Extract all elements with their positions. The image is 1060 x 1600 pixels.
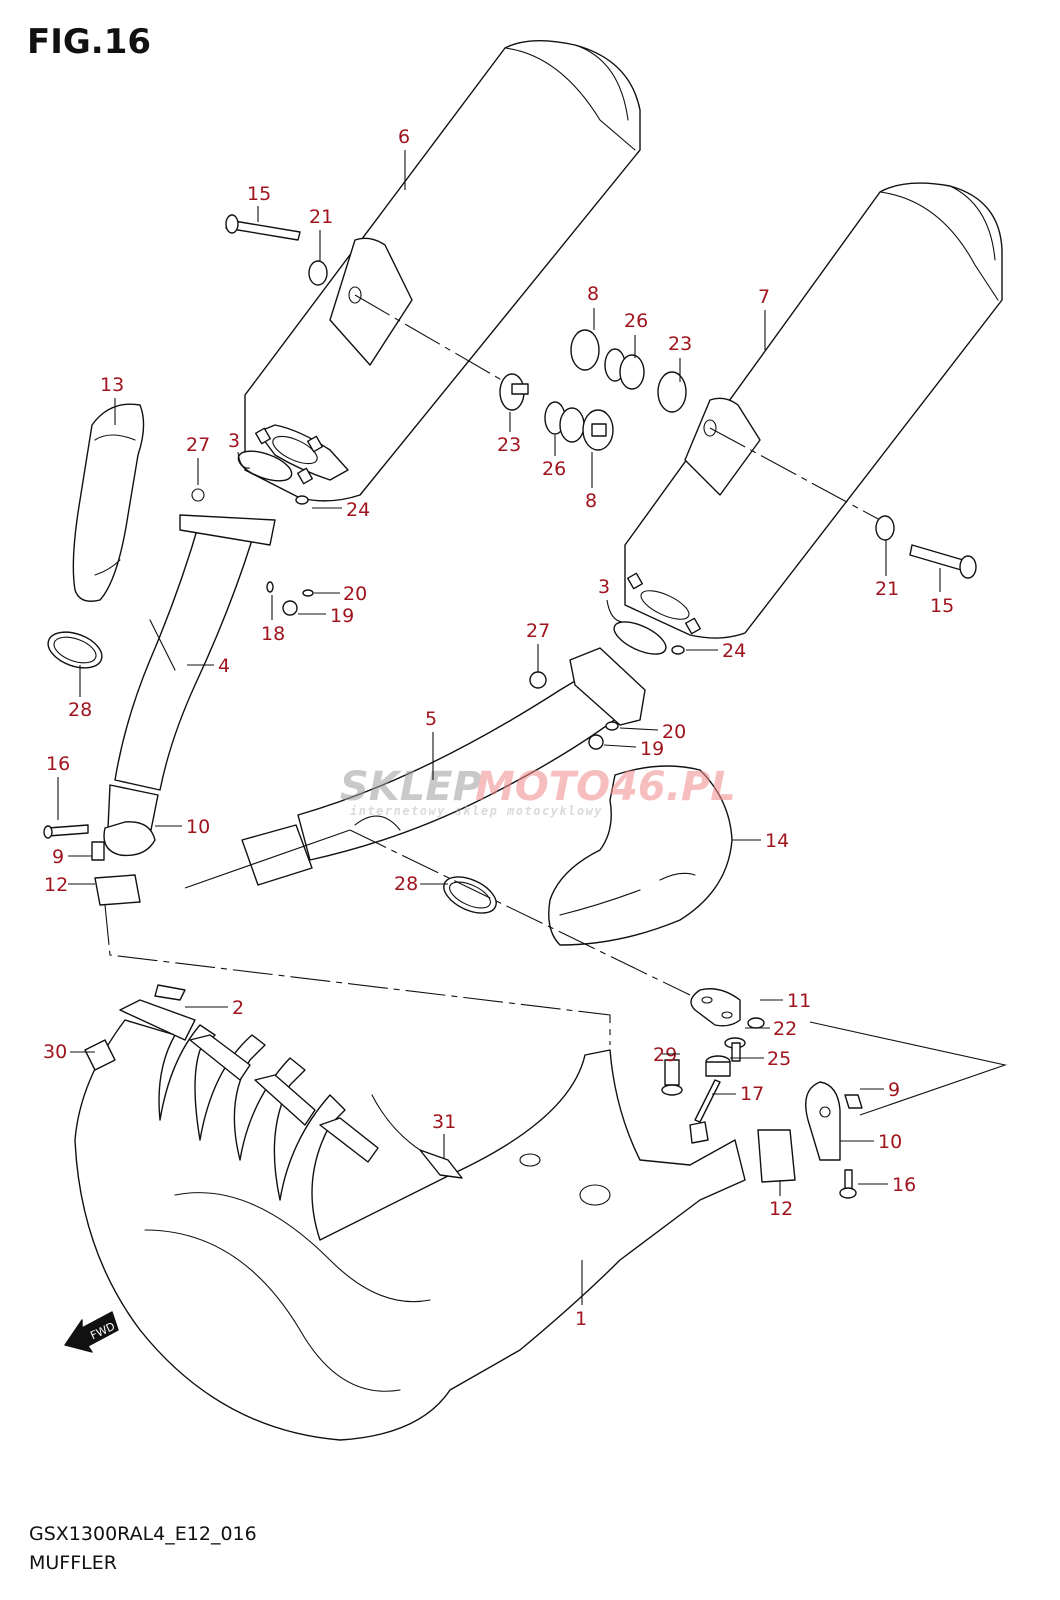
callout-19[interactable]: 19 — [330, 605, 354, 627]
mount-axis-line — [354, 294, 506, 383]
callout-23[interactable]: 23 — [668, 333, 692, 355]
watermark-brand-right: MOTO46.PL — [475, 764, 736, 810]
callout-22[interactable]: 22 — [773, 1018, 797, 1040]
callout-3[interactable]: 3 — [228, 430, 240, 452]
callout-8[interactable]: 8 — [587, 283, 599, 305]
callout-labels: 6 15 21 8 26 23 7 13 27 3 24 23 26 8 20 … — [43, 126, 954, 1330]
forward-direction-marker: FWD — [64, 1311, 119, 1353]
callout-21[interactable]: 21 — [309, 206, 333, 228]
callout-7[interactable]: 7 — [758, 286, 770, 308]
callout-9[interactable]: 9 — [888, 1079, 900, 1101]
callout-26[interactable]: 26 — [624, 310, 648, 332]
callout-13[interactable]: 13 — [100, 374, 124, 396]
oxygen-sensor-drawing[interactable] — [371, 1094, 463, 1179]
mount-axis-line-right — [709, 427, 881, 521]
upper-left-bolt-15[interactable] — [225, 214, 328, 286]
right-heat-cover-drawing[interactable] — [548, 765, 733, 946]
figure-title: FIG.16 — [27, 22, 152, 62]
lower-right-bolt-15[interactable] — [875, 515, 977, 579]
callout-4[interactable]: 4 — [218, 655, 230, 677]
model-code: GSX1300RAL4_E12_016 — [29, 1523, 257, 1545]
left-connector-pipe-drawing[interactable] — [107, 445, 314, 836]
callout-14[interactable]: 14 — [765, 830, 789, 852]
callout-20[interactable]: 20 — [662, 721, 686, 743]
watermark-tagline: internetowy sklep motocyklowy — [350, 804, 603, 818]
callout-15[interactable]: 15 — [930, 595, 954, 617]
hose-clamp-28-right[interactable] — [438, 870, 501, 921]
section-name: MUFFLER — [29, 1552, 117, 1574]
callout-18[interactable]: 18 — [261, 623, 285, 645]
callout-6[interactable]: 6 — [398, 126, 410, 148]
callout-25[interactable]: 25 — [767, 1048, 791, 1070]
callout-31[interactable]: 31 — [432, 1111, 456, 1133]
callout-16[interactable]: 16 — [46, 753, 70, 775]
callout-12[interactable]: 12 — [44, 874, 68, 896]
left-heat-cover-drawing[interactable] — [72, 403, 145, 602]
callout-27[interactable]: 27 — [186, 434, 210, 456]
left-muffler-drawing[interactable] — [244, 39, 641, 502]
watermark-brand-left: SKLEP — [340, 764, 482, 810]
callout-10[interactable]: 10 — [878, 1131, 902, 1153]
callout-1[interactable]: 1 — [575, 1308, 587, 1330]
muffler-mount-hardware[interactable] — [499, 329, 687, 451]
watermark: SKLEP MOTO46.PL internetowy sklep motocy… — [340, 764, 736, 818]
callout-27[interactable]: 27 — [526, 620, 550, 642]
callout-5[interactable]: 5 — [425, 708, 437, 730]
callout-19[interactable]: 19 — [640, 738, 664, 760]
callout-10[interactable]: 10 — [186, 816, 210, 838]
bracket-assembly-11[interactable] — [690, 988, 765, 1029]
left-clamp-assembly[interactable] — [43, 821, 156, 906]
callout-30[interactable]: 30 — [43, 1041, 67, 1063]
callout-2[interactable]: 2 — [232, 997, 244, 1019]
callout-16[interactable]: 16 — [892, 1174, 916, 1196]
callout-3[interactable]: 3 — [598, 576, 610, 598]
callout-24[interactable]: 24 — [346, 499, 370, 521]
exhaust-header-drawing[interactable] — [74, 984, 746, 1441]
callout-11[interactable]: 11 — [787, 990, 811, 1012]
callout-23[interactable]: 23 — [497, 434, 521, 456]
right-clamp-assembly[interactable] — [757, 1081, 863, 1199]
callout-24[interactable]: 24 — [722, 640, 746, 662]
callout-17[interactable]: 17 — [740, 1083, 764, 1105]
bolt-29[interactable] — [661, 1059, 683, 1096]
callout-12[interactable]: 12 — [769, 1198, 793, 1220]
callout-8[interactable]: 8 — [585, 490, 597, 512]
callout-29[interactable]: 29 — [653, 1044, 677, 1066]
callout-15[interactable]: 15 — [247, 183, 271, 205]
callout-20[interactable]: 20 — [343, 583, 367, 605]
collar-22-cushion-25-bolt-17[interactable] — [689, 1037, 746, 1144]
callout-28[interactable]: 28 — [394, 873, 418, 895]
hose-clamp-28-left[interactable] — [43, 625, 107, 674]
callout-26[interactable]: 26 — [542, 458, 566, 480]
right-connector-pipe-drawing[interactable] — [241, 615, 685, 886]
callout-21[interactable]: 21 — [875, 578, 899, 600]
right-muffler-drawing[interactable] — [624, 182, 1003, 639]
callout-28[interactable]: 28 — [68, 699, 92, 721]
callout-9[interactable]: 9 — [52, 846, 64, 868]
